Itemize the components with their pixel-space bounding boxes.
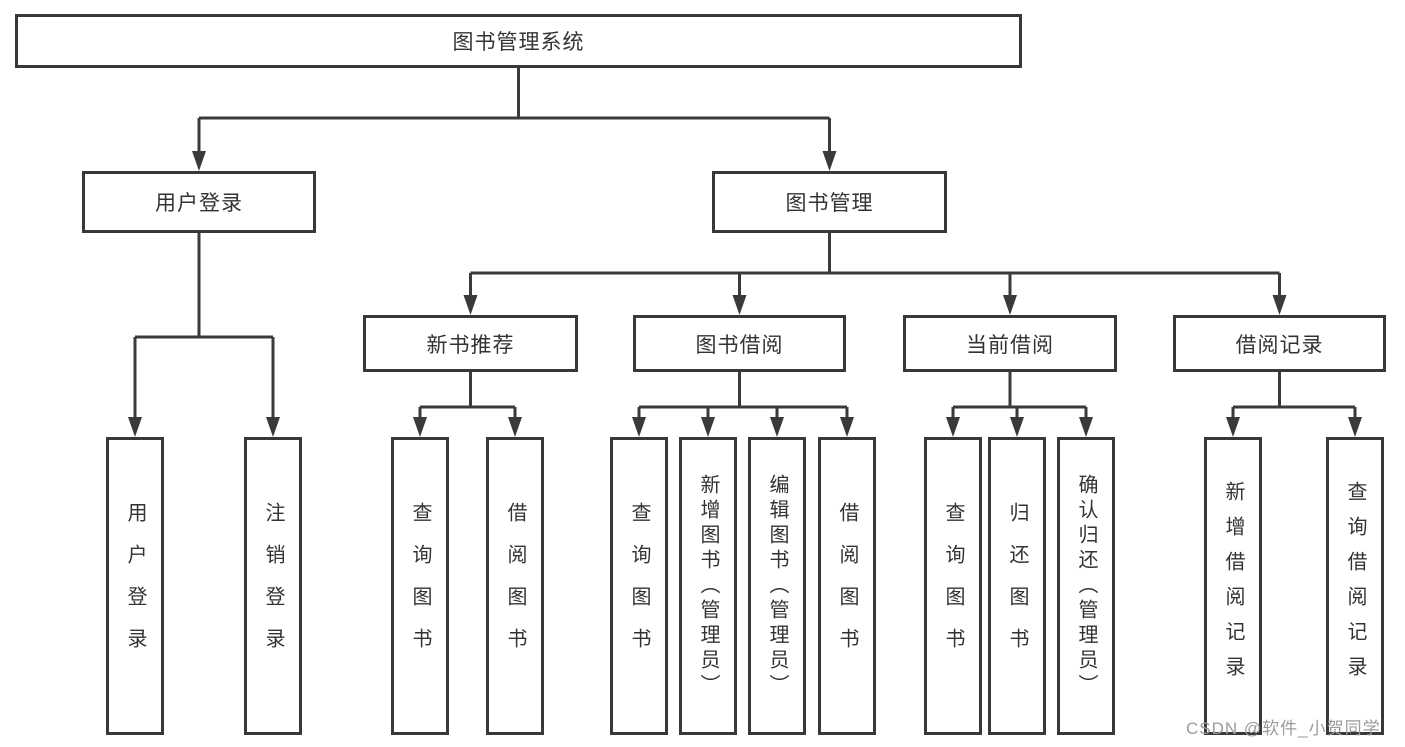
- leaf-add-book-admin: 新增图书（管理员）: [679, 437, 737, 735]
- leaf-query-books-borrowing: 查询图书: [610, 437, 668, 735]
- node-book-borrowing: 图书借阅: [633, 315, 846, 372]
- csdn-watermark: CSDN @软件_小贺同学: [1186, 719, 1381, 738]
- connector-login-to-leaves: [128, 233, 280, 437]
- node-user-login: 用户登录: [82, 171, 316, 233]
- node-root-library-system: 图书管理系统: [15, 14, 1022, 68]
- leaf-query-books-recommend: 查询图书: [391, 437, 449, 735]
- leaf-borrow-books-recommend: 借阅图书: [486, 437, 544, 735]
- leaf-query-borrow-record: 查询借阅记录: [1326, 437, 1384, 735]
- leaf-confirm-return-admin: 确认归还（管理员）: [1057, 437, 1115, 735]
- leaf-user-login: 用户登录: [106, 437, 164, 735]
- node-book-management: 图书管理: [712, 171, 947, 233]
- leaf-borrow-books-borrowing: 借阅图书: [818, 437, 876, 735]
- leaf-logout: 注销登录: [244, 437, 302, 735]
- connector-new-to-leaves: [413, 372, 522, 437]
- connector-current-to-leaves: [946, 372, 1093, 437]
- connector-mgmt-to-level3: [463, 233, 1287, 315]
- leaf-query-books-current: 查询图书: [924, 437, 982, 735]
- node-borrowing-records: 借阅记录: [1173, 315, 1386, 372]
- node-current-borrowing: 当前借阅: [903, 315, 1117, 372]
- leaf-edit-book-admin: 编辑图书（管理员）: [748, 437, 806, 735]
- node-new-book-recommend: 新书推荐: [363, 315, 578, 372]
- connector-root-to-level2: [192, 68, 837, 171]
- connector-records-to-leaves: [1226, 372, 1362, 437]
- connector-borrow-to-leaves: [632, 372, 854, 437]
- leaf-return-book: 归还图书: [988, 437, 1046, 735]
- leaf-add-borrow-record: 新增借阅记录: [1204, 437, 1262, 735]
